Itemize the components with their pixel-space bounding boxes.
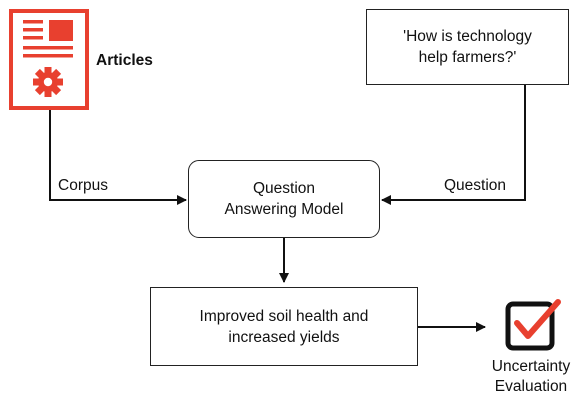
uncertainty-line-2: Evaluation bbox=[494, 378, 568, 395]
question-label: Question bbox=[444, 177, 507, 194]
qa-model-line-1: Question bbox=[252, 180, 316, 197]
qa-model-line-2: Answering Model bbox=[224, 201, 344, 218]
articles-label: Articles bbox=[96, 52, 153, 69]
question-box: 'How is technology help farmers?' bbox=[366, 9, 569, 85]
question-line-2: help farmers?' bbox=[418, 49, 517, 66]
answer-line-2: increased yields bbox=[228, 328, 340, 346]
corpus-label: Corpus bbox=[58, 177, 108, 194]
corpus-arrow bbox=[49, 108, 187, 205]
uncertainty-line-1: Uncertainty bbox=[491, 358, 571, 375]
question-line-1: 'How is technology bbox=[403, 28, 532, 45]
uncertainty-label: Uncertainty Evaluation bbox=[482, 357, 580, 397]
question-arrow bbox=[381, 84, 526, 205]
qa-model-box: Question Answering Model bbox=[188, 160, 380, 238]
answer-line-1: Improved soil health and bbox=[199, 307, 369, 325]
document-settings-icon bbox=[9, 9, 89, 110]
answer-box: Improved soil health and increased yield… bbox=[150, 287, 418, 366]
checkbox-check-icon bbox=[505, 296, 567, 352]
